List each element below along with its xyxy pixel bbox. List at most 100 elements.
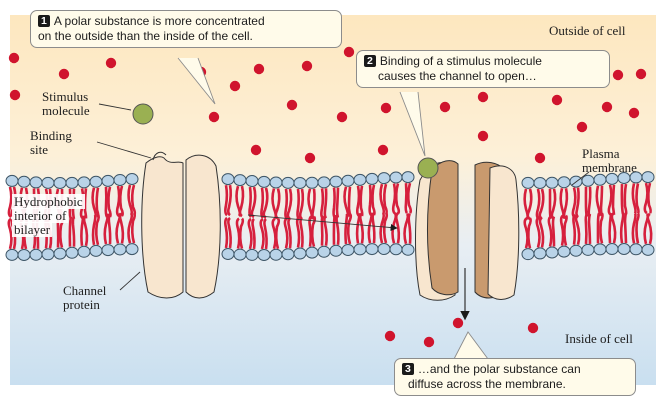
lipid-head <box>354 174 366 185</box>
lipid-head <box>270 177 282 188</box>
lipid-tail <box>325 188 326 218</box>
lipid-head <box>126 174 138 185</box>
lipid-head <box>6 175 18 186</box>
plasma-label-line1: Plasma <box>582 146 620 161</box>
lipid-tail <box>345 214 347 244</box>
binding-site-label: Binding site <box>30 129 72 157</box>
lipid-head <box>546 247 558 258</box>
callout-3-text-line2: diffuse across the membrane. <box>402 377 566 391</box>
lipid-head <box>66 177 78 188</box>
lipid-head <box>534 177 546 188</box>
lipid-head <box>570 245 582 256</box>
polar-molecule <box>478 131 488 141</box>
lipid-tail <box>589 214 590 244</box>
lipid-head <box>30 177 42 188</box>
callout-3-number: 3 <box>402 363 414 375</box>
lipid-head <box>78 177 90 188</box>
lipid-head <box>318 246 330 257</box>
lipid-head <box>402 244 414 255</box>
lipid-tail <box>622 184 623 214</box>
polar-molecule <box>453 318 463 328</box>
callout-2: 2Binding of a stimulus molecule causes t… <box>356 50 610 88</box>
polar-molecule <box>552 95 562 105</box>
lipid-head <box>342 244 354 255</box>
polar-molecule <box>344 47 354 57</box>
hydro-label-line3: bilayer <box>12 222 52 237</box>
lipid-head <box>294 248 306 259</box>
polar-molecule <box>528 323 538 333</box>
lipid-head <box>330 245 342 256</box>
lipid-tail <box>322 216 323 246</box>
lipid-head <box>126 244 138 255</box>
callout-1-text-line2: on the outside than the inside of the ce… <box>38 29 253 43</box>
polar-molecule <box>287 100 297 110</box>
lipid-tail <box>586 214 587 244</box>
polar-molecule <box>305 153 315 163</box>
lipid-head <box>234 175 246 186</box>
lipid-head <box>594 174 606 185</box>
lipid-head <box>558 177 570 188</box>
lipid-head <box>282 177 294 188</box>
lipid-head <box>246 249 258 260</box>
lipid-tail <box>334 215 335 245</box>
lipid-head <box>258 176 270 187</box>
lipid-head <box>306 247 318 258</box>
polar-molecule <box>106 58 116 68</box>
polar-molecule <box>424 337 434 347</box>
lipid-head <box>30 249 42 260</box>
lipid-head <box>222 174 234 185</box>
polar-molecule <box>629 108 639 118</box>
lipid-head <box>102 245 114 256</box>
polar-molecule <box>251 145 261 155</box>
lipid-head <box>546 177 558 188</box>
lipid-head <box>78 246 90 257</box>
lipid-tail <box>406 183 407 213</box>
polar-molecule <box>478 92 488 102</box>
lipid-head <box>222 248 234 259</box>
lipid-head <box>246 176 258 187</box>
lipid-head <box>18 249 30 260</box>
polar-molecule <box>302 61 312 71</box>
plasma-label-line2: membrane <box>582 160 637 175</box>
lipid-head <box>582 175 594 186</box>
lipid-tail <box>109 214 110 244</box>
lipid-head <box>258 249 270 260</box>
lipid-tail <box>625 184 626 214</box>
lipid-head <box>618 244 630 255</box>
lipid-head <box>606 244 618 255</box>
lipid-head <box>390 172 402 183</box>
lipid-head <box>330 176 342 187</box>
lipid-head <box>390 244 402 255</box>
polar-molecule <box>230 81 240 91</box>
lipid-head <box>42 177 54 188</box>
lipid-head <box>114 174 126 185</box>
lipid-tail <box>337 188 338 218</box>
channel-label-line1: Channel <box>63 283 106 298</box>
lipid-head <box>378 173 390 184</box>
polar-molecule <box>577 122 587 132</box>
stimulus-label-line2: molecule <box>42 103 90 118</box>
lipid-head <box>90 245 102 256</box>
lipid-tail <box>598 213 599 243</box>
hydro-label-line1: Hydrophobic <box>12 194 85 209</box>
lipid-head <box>42 249 54 260</box>
lipid-head <box>54 248 66 259</box>
polar-molecule <box>381 103 391 113</box>
lipid-head <box>306 177 318 188</box>
lipid-head <box>114 244 126 255</box>
lipid-head <box>234 249 246 260</box>
lipid-head <box>318 177 330 188</box>
lipid-head <box>282 249 294 260</box>
callout-3-text-line1: …and the polar substance can <box>418 362 581 376</box>
lipid-head <box>54 177 66 188</box>
lipid-tail <box>370 185 371 215</box>
inside-of-cell-label: Inside of cell <box>565 331 633 347</box>
binding-label-line1: Binding <box>30 128 72 143</box>
callout-2-text-line1: Binding of a stimulus molecule <box>380 54 542 68</box>
polar-molecule <box>440 102 450 112</box>
polar-molecule <box>9 53 19 63</box>
stimulus-molecule-label: Stimulus molecule <box>42 90 90 118</box>
lipid-tail <box>613 185 614 215</box>
polar-molecule <box>378 145 388 155</box>
lipid-head <box>522 249 534 260</box>
